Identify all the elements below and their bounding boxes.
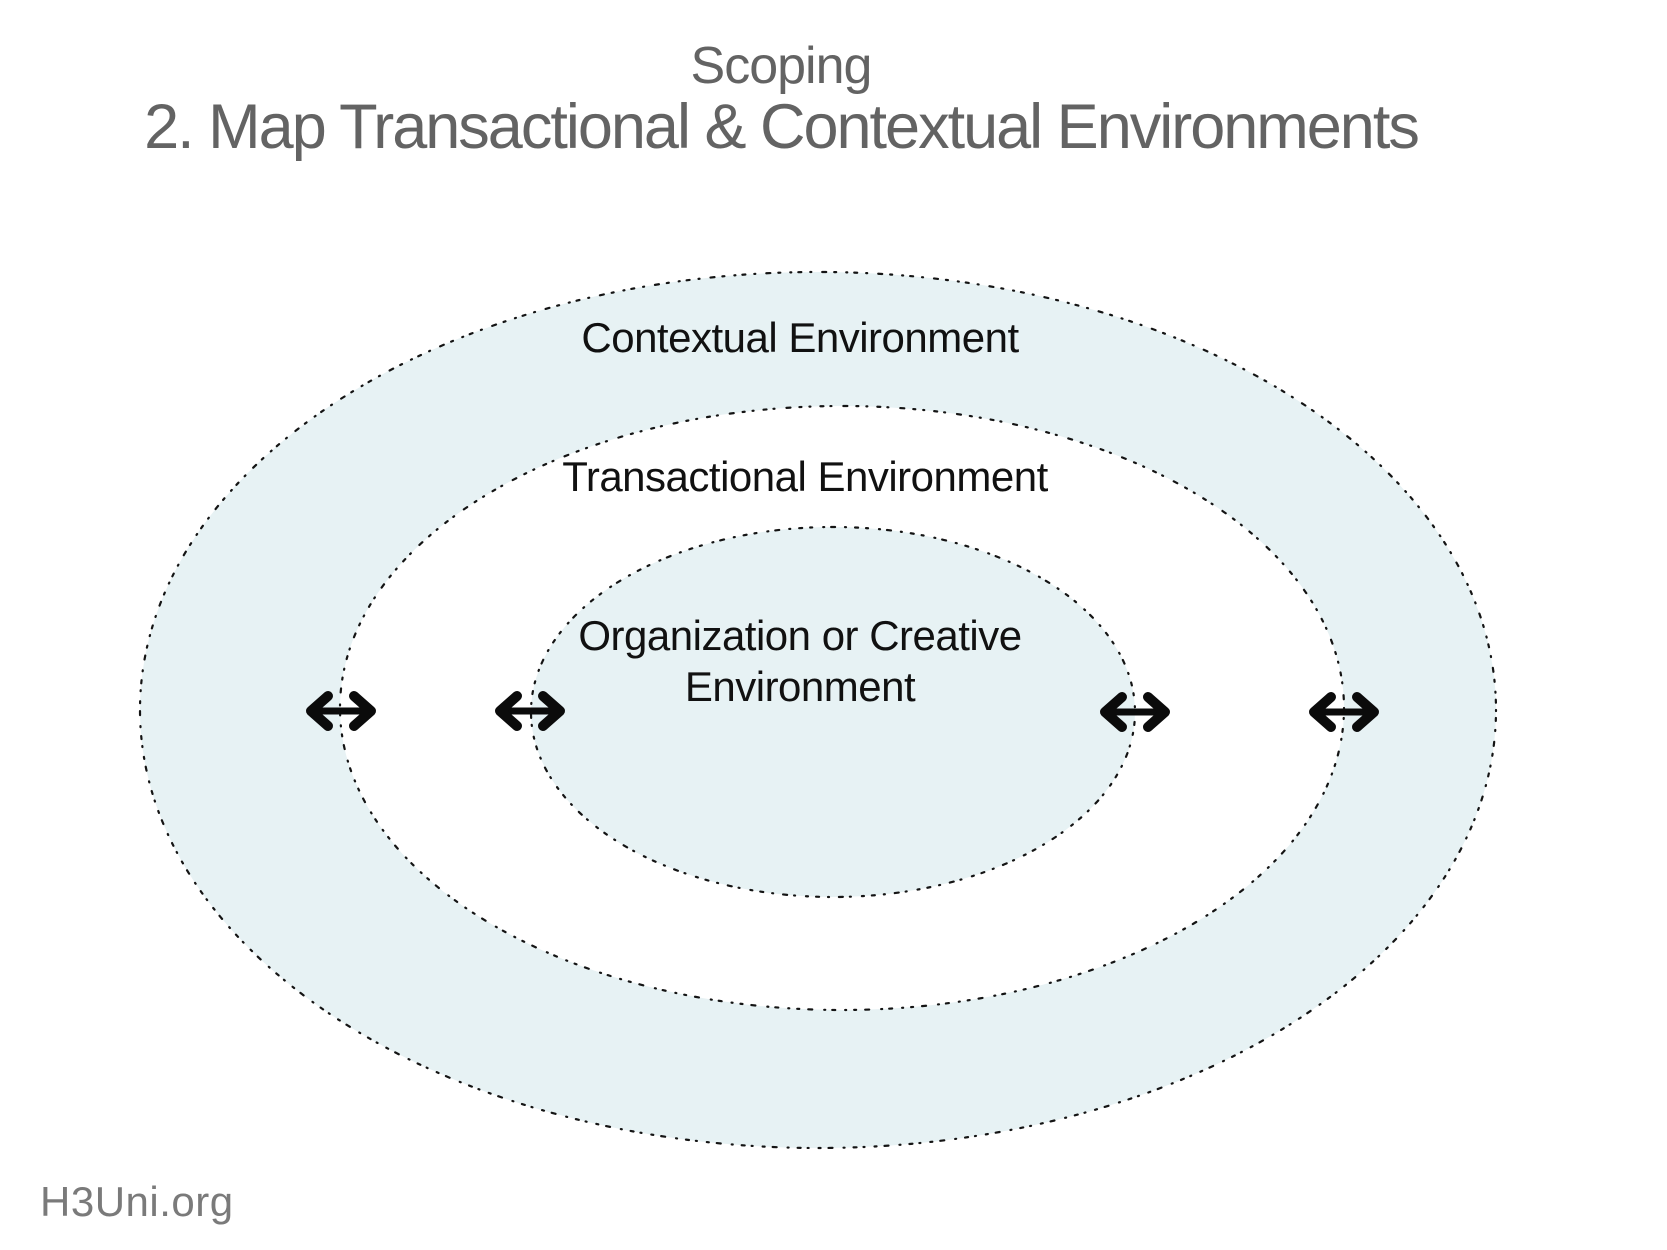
h3uni-logo: H3Uni.org (40, 1178, 234, 1225)
double-arrow-icon (306, 691, 376, 731)
double-arrow-icon (495, 691, 565, 731)
organization-environment-label-line2: Environment (684, 663, 916, 710)
contextual-environment-label: Contextual Environment (581, 314, 1019, 361)
transactional-environment-label: Transactional Environment (562, 453, 1048, 500)
organization-environment-label-line1: Organization or Creative (578, 612, 1022, 659)
double-arrow-icon (1309, 692, 1379, 732)
title-block: Scoping 2. Map Transactional & Contextua… (0, 40, 1562, 160)
slide-title: 2. Map Transactional & Contextual Enviro… (144, 92, 1420, 162)
slide-subtitle: Scoping (690, 37, 873, 95)
organization-environment-ellipse (529, 525, 1137, 899)
double-arrow-icon (1100, 692, 1170, 732)
